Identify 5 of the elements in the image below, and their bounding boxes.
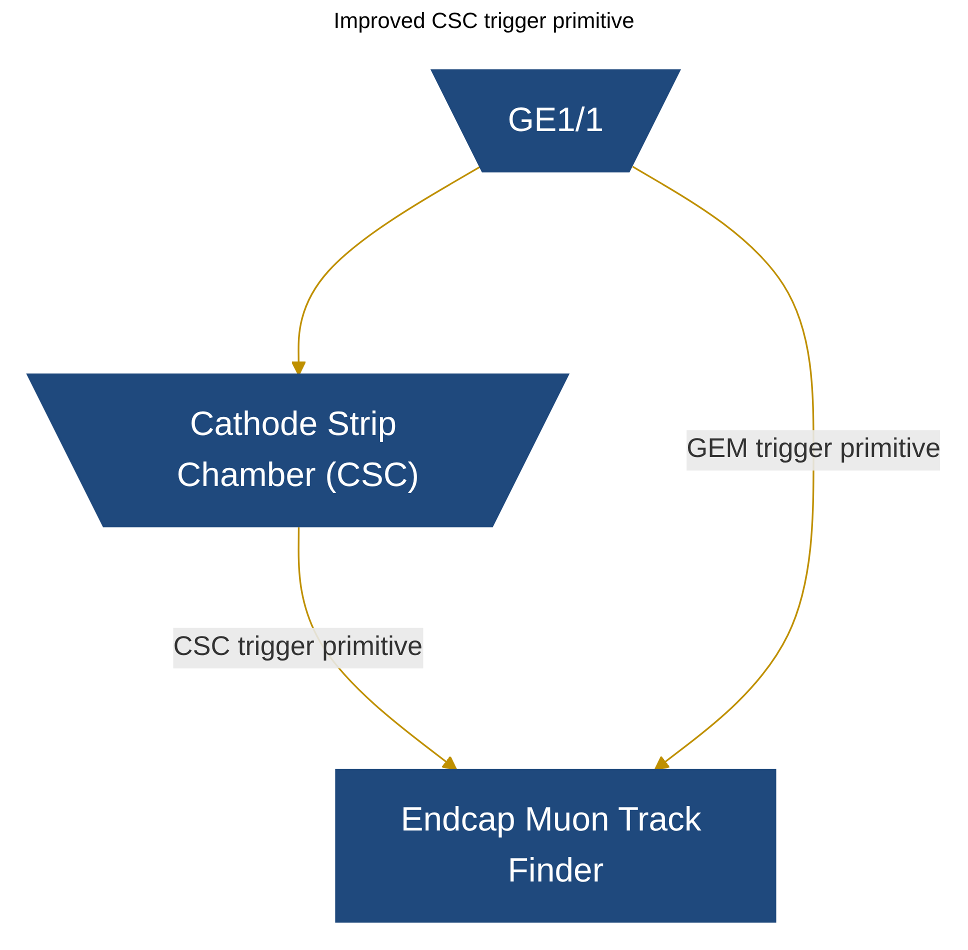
node-box: Endcap Muon Track Finder	[335, 768, 776, 923]
note-text: Improved CSC trigger primitive	[334, 8, 634, 34]
edge-label: GEM trigger primitive	[686, 435, 940, 464]
arrow	[632, 166, 814, 770]
edge-label: CSC trigger primitive	[173, 632, 423, 662]
